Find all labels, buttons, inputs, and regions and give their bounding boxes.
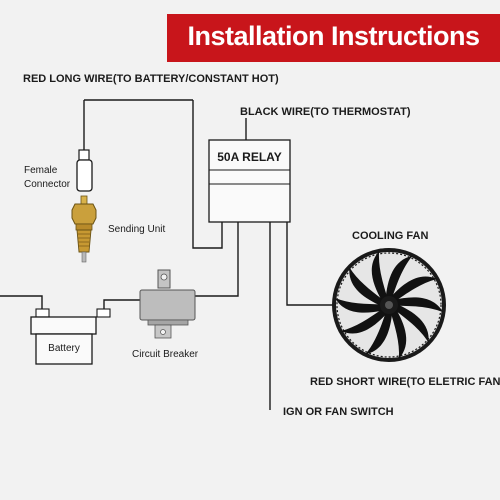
- label-relay: 50A RELAY: [217, 150, 282, 164]
- wires: [0, 99, 334, 410]
- female-connector: [76, 149, 93, 192]
- label-cooling-fan: COOLING FAN: [352, 230, 429, 242]
- wire-red-long-to-relay: [192, 100, 223, 249]
- label-circuit-breaker: Circuit Breaker: [132, 349, 199, 360]
- label-red-short-wire: RED SHORT WIRE(TO ELETRIC FAN): [310, 376, 500, 388]
- label-ign-switch: IGN OR FAN SWITCH: [283, 406, 394, 418]
- wire-relay-to-breaker: [195, 222, 239, 297]
- label-black-wire: BLACK WIRE(TO THERMOSTAT): [240, 106, 411, 118]
- label-sending-unit: Sending Unit: [108, 224, 166, 235]
- label-female-connector: Female Connector: [24, 165, 71, 190]
- sending-unit-icon: [71, 195, 97, 263]
- label-red-long-wire: RED LONG WIRE(TO BATTERY/CONSTANT HOT): [23, 73, 279, 85]
- wire-battery-negative: [0, 295, 43, 313]
- relay: [208, 139, 291, 223]
- circuit-breaker-icon: [139, 269, 196, 339]
- cooling-fan-icon: [332, 248, 446, 362]
- wire-to-fan: [286, 222, 334, 306]
- battery-icon: [30, 308, 111, 365]
- label-battery: Battery: [48, 343, 80, 354]
- title-banner: Installation Instructions: [167, 14, 500, 62]
- page-title: Installation Instructions: [187, 21, 480, 51]
